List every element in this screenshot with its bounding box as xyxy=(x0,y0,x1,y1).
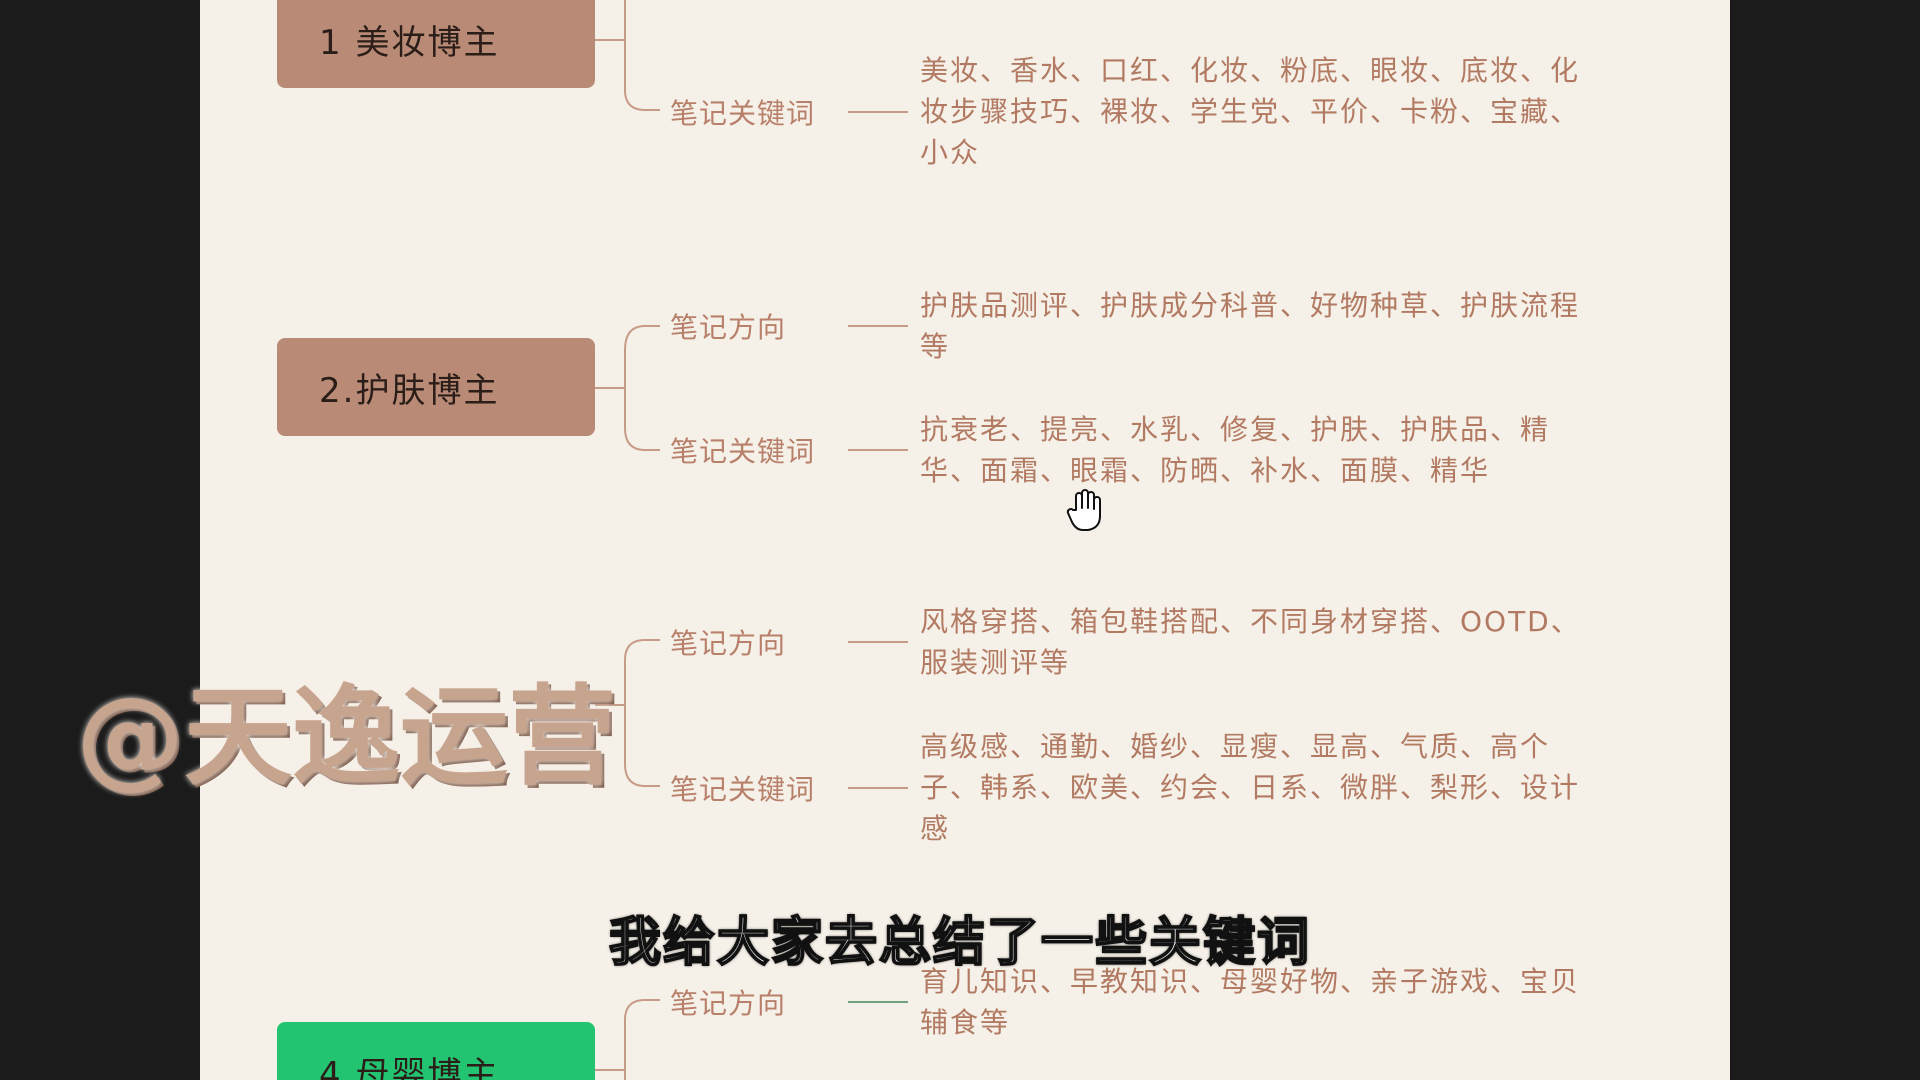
connector-line xyxy=(848,641,908,643)
node-beauty-blogger[interactable]: 1 美妆博主 xyxy=(277,0,595,88)
connector-line xyxy=(848,449,908,451)
connector-line xyxy=(848,787,908,789)
node-label: 1 美妆博主 xyxy=(319,22,500,63)
keywords-text: 高级感、通勤、婚纱、显瘦、显高、气质、高个子、韩系、欧美、约会、日系、微胖、梨形… xyxy=(920,730,1581,845)
direction-text: 育儿知识、早教知识、母婴好物、亲子游戏、宝贝辅食等 xyxy=(920,965,1581,1039)
node-label: 4.母婴博主 xyxy=(319,1054,500,1080)
direction-label: 笔记方向 xyxy=(670,627,787,660)
mind-map-document: 1 美妆博主 笔记关键词 美妆、香水、口红、化妆、粉底、眼妆、底妆、化妆步骤技巧… xyxy=(200,0,1730,1080)
direction-text: 风格穿搭、箱包鞋搭配、不同身材穿搭、OOTD、服装测评等 xyxy=(920,605,1581,679)
direction-text: 护肤品测评、护肤成分科普、好物种草、护肤流程等 xyxy=(920,289,1581,363)
subtitle-caption: 我给大家去总结了一些关键词 xyxy=(608,912,1311,974)
keywords-label: 笔记关键词 xyxy=(670,773,816,806)
node-label: 2.护肤博主 xyxy=(319,370,500,411)
keywords-text: 美妆、香水、口红、化妆、粉底、眼妆、底妆、化妆步骤技巧、裸妆、学生党、平价、卡粉… xyxy=(920,54,1581,169)
direction-label: 笔记方向 xyxy=(670,311,787,344)
node-maternal-baby-blogger[interactable]: 4.母婴博主 xyxy=(277,1022,595,1080)
keywords-label: 笔记关键词 xyxy=(670,97,816,130)
connector-line xyxy=(848,111,908,113)
keywords-text: 抗衰老、提亮、水乳、修复、护肤、护肤品、精华、面霜、眼霜、防晒、补水、面膜、精华 xyxy=(920,413,1551,487)
connector-line xyxy=(848,1001,908,1003)
keywords-label: 笔记关键词 xyxy=(670,435,816,468)
watermark: @天逸运营 xyxy=(76,675,617,800)
hand-cursor-icon xyxy=(1066,489,1101,531)
node-skincare-blogger[interactable]: 2.护肤博主 xyxy=(277,338,595,436)
direction-label: 笔记方向 xyxy=(670,987,787,1020)
connector-line xyxy=(848,325,908,327)
